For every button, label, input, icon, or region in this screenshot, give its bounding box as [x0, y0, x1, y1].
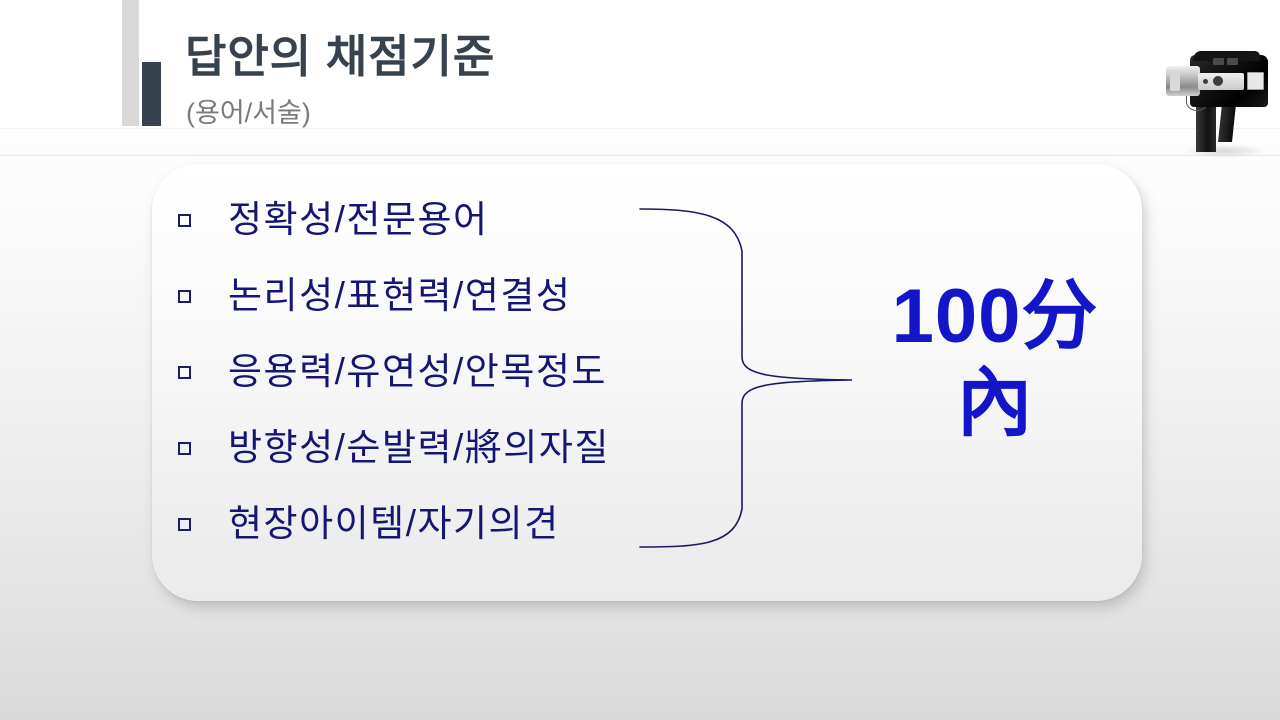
list-item: 방향성/순발력/將의자질	[178, 424, 698, 500]
criteria-list: 정확성/전문용어 논리성/표현력/연결성 응용력/유연성/안목정도 방향성/순발…	[178, 196, 698, 576]
camera-lens-hood	[1170, 70, 1180, 91]
slide-header	[0, 0, 1280, 156]
list-item: 논리성/표현력/연결성	[178, 272, 698, 348]
square-bullet-icon	[178, 214, 191, 227]
square-bullet-icon	[178, 290, 191, 303]
list-item-label: 현장아이템/자기의견	[228, 503, 560, 544]
camera-grip	[1218, 104, 1236, 142]
curly-brace-icon	[639, 208, 853, 548]
header-accent-bar-navy	[142, 62, 161, 126]
score-line-2: 內	[956, 360, 1034, 446]
list-item-label: 논리성/표현력/연결성	[228, 275, 572, 316]
camera-button-right	[1227, 58, 1238, 65]
list-item-label: 방향성/순발력/將의자질	[228, 427, 610, 468]
video-camera-icon	[1166, 48, 1274, 158]
page-title: 답안의 채점기준	[185, 31, 496, 82]
list-item: 정확성/전문용어	[178, 196, 698, 272]
score-line-1: 100分	[891, 274, 1099, 359]
criteria-card	[152, 164, 1142, 601]
square-bullet-icon	[178, 442, 191, 455]
list-item-label: 정확성/전문용어	[228, 199, 489, 240]
score-text: 100分 內	[845, 274, 1145, 447]
list-item-label: 응용력/유연성/안목정도	[228, 351, 607, 392]
list-item: 응용력/유연성/안목정도	[178, 348, 698, 424]
camera-indicator-dot-icon	[1203, 79, 1208, 84]
square-bullet-icon	[178, 518, 191, 531]
camera-dial-icon	[1213, 76, 1223, 86]
header-divider-upper	[0, 128, 1280, 129]
list-item: 현장아이템/자기의견	[178, 500, 698, 576]
camera-handle	[1196, 104, 1216, 152]
square-bullet-icon	[178, 366, 191, 379]
header-divider	[0, 155, 1280, 156]
header-accent-bar-gray	[122, 0, 139, 126]
camera-viewfinder-window	[1247, 72, 1264, 90]
page-subtitle: (용어/서술)	[186, 98, 311, 128]
camera-button-left	[1213, 58, 1224, 65]
